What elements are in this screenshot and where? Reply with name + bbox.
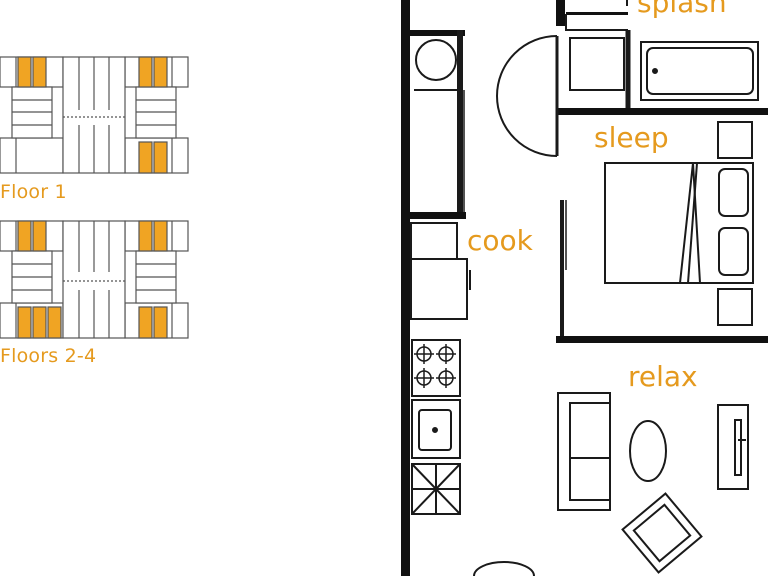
room-label-splash: splash [637, 0, 727, 19]
living-room [473, 392, 749, 576]
bedroom [560, 121, 754, 336]
floor-1-plate [0, 56, 189, 174]
floors-2-4-label: Floors 2-4 [0, 345, 97, 367]
exterior-walls [401, 0, 768, 576]
kitchen-column [410, 30, 471, 515]
building-floorplates [0, 56, 189, 339]
bathroom [496, 0, 759, 157]
room-label-cook: cook [467, 224, 533, 257]
floor-1-label: Floor 1 [0, 181, 67, 203]
floors-2-4-plate [0, 220, 189, 339]
room-label-sleep: sleep [594, 121, 669, 154]
room-label-relax: relax [628, 360, 698, 393]
stove-burners-icon [414, 344, 456, 388]
